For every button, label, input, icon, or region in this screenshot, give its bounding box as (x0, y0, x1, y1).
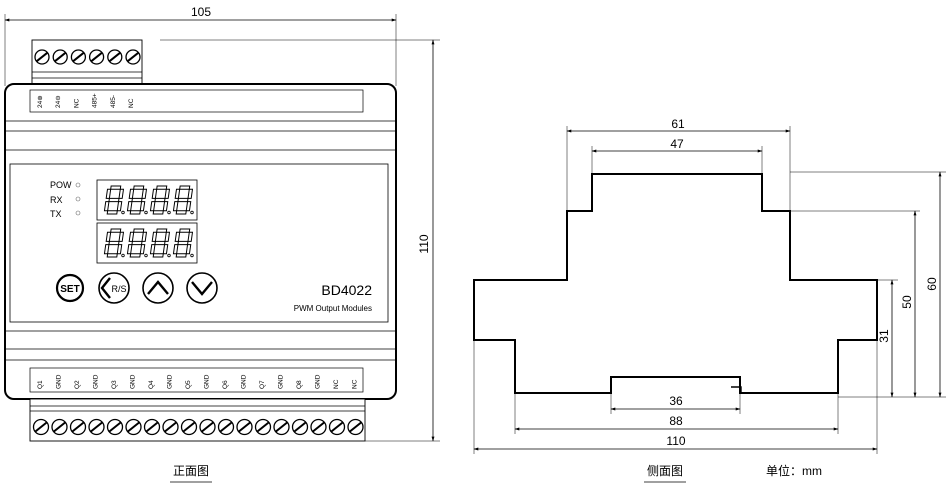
terminal-screw (180, 418, 198, 436)
unit-note: 单位：mm (766, 463, 822, 478)
indicator-pow: POW (50, 180, 81, 190)
terminal-screw (52, 49, 68, 65)
top-terminal-label: 485- (110, 95, 117, 108)
model-subtitle: PWM Output Modules (294, 304, 372, 313)
bottom-terminal-label: Q5 (185, 380, 192, 389)
dim-47: 47 (591, 137, 763, 174)
svg-text:31: 31 (877, 329, 891, 343)
front-height-dimension: 110 (160, 39, 440, 442)
top-terminal-label: 24⊕ (37, 95, 44, 108)
terminal-screw (347, 418, 364, 436)
svg-text:50: 50 (900, 295, 914, 309)
terminal-screw (51, 418, 68, 436)
digit-readout (103, 185, 194, 215)
bottom-terminal-label: NC (352, 379, 359, 389)
top-terminal-label: 485+ (92, 93, 99, 108)
bottom-terminal-label: GND (167, 374, 174, 389)
front-width-label: 105 (191, 5, 211, 19)
svg-text:TX: TX (50, 209, 62, 219)
svg-text:R/S: R/S (111, 284, 126, 294)
terminal-screw (143, 418, 161, 436)
down-button[interactable] (186, 272, 218, 304)
indicator-tx: TX (50, 209, 81, 219)
terminal-screw (106, 418, 124, 436)
terminal-screw (88, 49, 105, 65)
chevron-down-icon (191, 281, 213, 296)
terminal-screw (217, 418, 235, 436)
dim-61: 61 (566, 117, 791, 211)
svg-text:RX: RX (50, 195, 63, 205)
terminal-screw (273, 418, 290, 436)
terminal-screw (254, 418, 272, 436)
terminal-screw (236, 418, 253, 436)
bottom-terminal-block (29, 398, 366, 442)
bottom-terminal-label: Q4 (148, 380, 155, 389)
svg-text:60: 60 (925, 277, 939, 291)
bottom-terminal-label: NC (333, 379, 340, 389)
svg-text:110: 110 (666, 434, 685, 448)
front-width-dimension: 105 (4, 5, 397, 86)
indicator-rx: RX (50, 195, 81, 205)
terminal-screw (34, 49, 50, 65)
bottom-terminal-label: Q3 (111, 380, 118, 389)
svg-text:POW: POW (50, 180, 72, 190)
side-profile (473, 173, 878, 394)
svg-text:88: 88 (669, 414, 683, 428)
up-button[interactable] (142, 272, 174, 304)
top-terminal-label: 24⊖ (55, 95, 62, 108)
terminal-screw (125, 418, 142, 436)
bottom-terminal-label: Q7 (259, 380, 266, 389)
terminal-screw (291, 418, 309, 436)
front-height-label: 110 (417, 234, 431, 253)
rs-button[interactable]: R/S (98, 272, 130, 304)
digit-readout (103, 228, 194, 258)
dim-36: 36 (610, 393, 741, 414)
terminal-screw (88, 418, 105, 436)
side-view: 61 47 60 50 31 (473, 117, 946, 483)
top-label-strip (29, 89, 364, 113)
top-terminal-block (31, 39, 143, 85)
set-button[interactable]: SET (55, 273, 85, 303)
terminal-screw (162, 418, 179, 436)
terminal-screw (69, 418, 87, 436)
terminal-screw (125, 49, 141, 65)
dim-60: 60 (790, 171, 946, 398)
front-view: 105 110 24⊕ 24⊖ NC 485+ 485- NC (4, 5, 440, 483)
top-terminal-label: NC (128, 98, 135, 108)
dim-50: 50 (790, 210, 920, 398)
top-terminal-label: NC (73, 98, 80, 108)
dim-31: 31 (877, 279, 898, 398)
bottom-terminal-label: Q6 (222, 380, 229, 389)
terminal-screw (310, 418, 327, 436)
bottom-terminal-label: GND (315, 374, 322, 389)
bottom-terminal-label: Q2 (74, 380, 81, 389)
bottom-terminal-label: GND (241, 374, 248, 389)
dim-88: 88 (514, 393, 839, 434)
side-view-caption: 侧面图 (647, 464, 683, 478)
terminal-screw (199, 418, 216, 436)
bottom-terminal-label: Q1 (37, 380, 44, 389)
terminal-screw (107, 49, 123, 65)
bottom-label-strip (29, 367, 364, 393)
bottom-terminal-label: GND (204, 374, 211, 389)
chevron-up-icon (147, 280, 169, 295)
terminal-screw (70, 49, 87, 65)
bottom-terminal-label: GND (278, 374, 285, 389)
bottom-terminal-label: GND (130, 374, 137, 389)
bottom-terminal-label: GND (93, 374, 100, 389)
svg-text:SET: SET (60, 284, 79, 295)
model-name: BD4022 (321, 282, 372, 298)
terminal-screw (328, 418, 346, 436)
bottom-terminal-label: GND (56, 374, 63, 389)
dim-110: 110 (473, 340, 878, 454)
svg-text:36: 36 (669, 394, 683, 408)
bottom-terminal-label: Q8 (296, 380, 303, 389)
svg-text:61: 61 (671, 117, 685, 131)
terminal-screw (32, 418, 50, 436)
svg-text:47: 47 (670, 137, 684, 151)
front-view-caption: 正面图 (173, 464, 209, 478)
